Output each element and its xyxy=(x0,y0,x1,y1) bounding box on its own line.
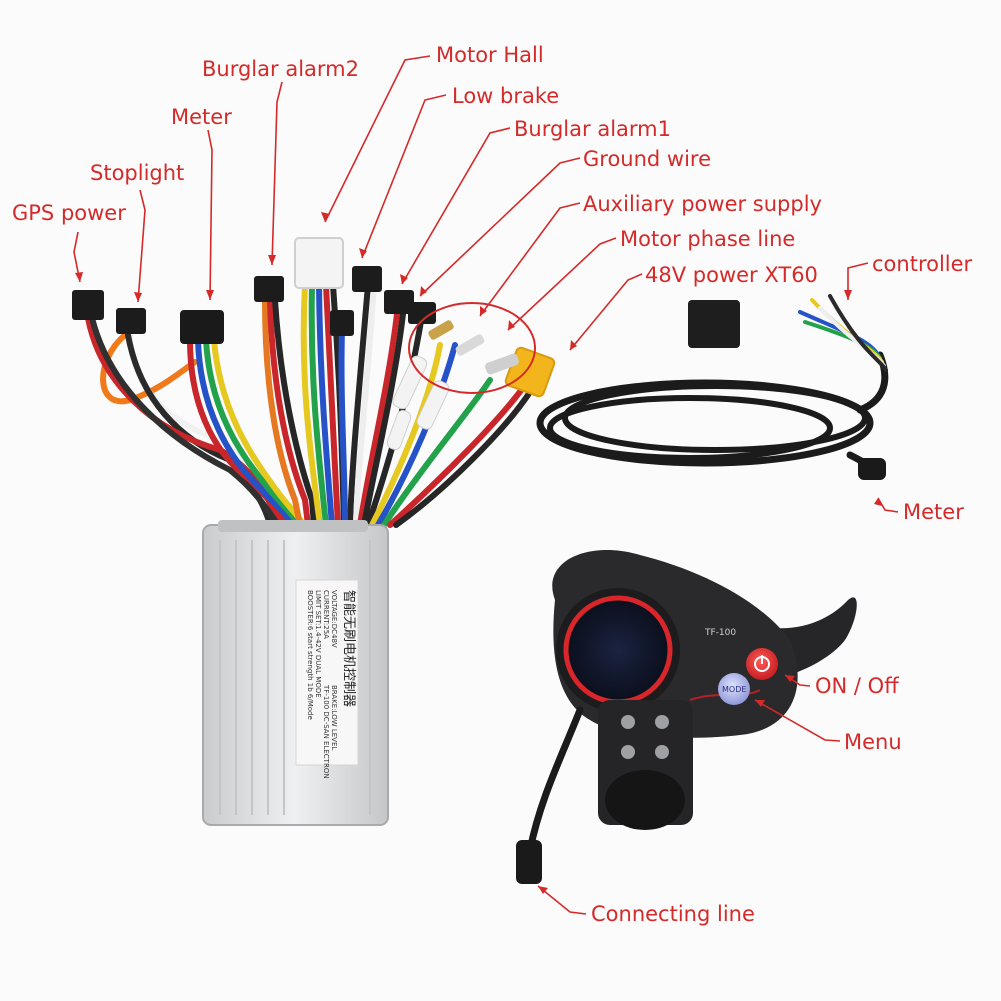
label-menu: Menu xyxy=(844,730,902,754)
label-stoplight: Stoplight xyxy=(90,161,185,185)
arrow-stoplight xyxy=(137,189,146,303)
controller-housing: 智能无刷电机控制器 VOLTAGE:DC48V CURRENT:25A LIMI… xyxy=(202,520,389,826)
connectors xyxy=(72,237,740,398)
wire-hall-blue xyxy=(316,282,335,528)
wire-meter-blue xyxy=(338,327,348,528)
wire-hall-red xyxy=(323,282,341,528)
label-low-brake: Low brake xyxy=(452,84,560,108)
arrow-gps xyxy=(73,231,81,283)
controller-label-text: 智能无刷电机控制器 VOLTAGE:DC48V CURRENT:25A LIMI… xyxy=(306,590,356,779)
display-model-text: TF-100 xyxy=(704,628,736,638)
arrow-motor-phase xyxy=(507,237,617,331)
label-burglar-alarm2: Burglar alarm2 xyxy=(202,57,359,81)
brake-connector xyxy=(352,266,382,292)
tf100-display: TF-100 MODE xyxy=(516,550,857,884)
wire-alarm1-black xyxy=(361,302,407,528)
label-power-xt60: 48V power XT60 xyxy=(645,263,818,287)
meter-blue-connector xyxy=(330,310,354,336)
heat-shrink-sleeves xyxy=(386,355,450,450)
arrow-controller xyxy=(847,262,869,300)
label-line-6: BRAKE:LOW LEVEL xyxy=(330,685,338,750)
mode-button xyxy=(718,673,750,705)
wire-harness xyxy=(85,282,533,528)
wire-hall-green xyxy=(308,282,329,528)
wire-brake-black xyxy=(347,282,371,528)
meter-connector xyxy=(180,310,224,344)
label-meter-top: Meter xyxy=(171,105,232,129)
label-gps-power: GPS power xyxy=(12,201,126,225)
stoplight-connector xyxy=(116,308,146,334)
spare-connector xyxy=(688,300,740,348)
wire-brake-white xyxy=(353,282,377,528)
wire-alarm1-red xyxy=(357,302,401,528)
label-line-3: CURRENT:25A xyxy=(322,590,330,639)
arrow-burglar-alarm2 xyxy=(271,81,283,266)
wire-blue-1 xyxy=(195,337,295,528)
arrow-heads xyxy=(75,212,882,894)
connecting-plug xyxy=(516,840,542,884)
alarm1-connector xyxy=(384,290,414,314)
arrow-motor-hall xyxy=(324,55,431,223)
alarm2-connector xyxy=(254,276,284,302)
label-burglar-alarm1: Burglar alarm1 xyxy=(514,117,671,141)
annotation-arrows xyxy=(73,55,899,915)
label-auxiliary-power: Auxiliary power supply xyxy=(583,192,822,216)
arrow-menu xyxy=(754,699,841,742)
label-controller: controller xyxy=(872,252,973,276)
wire-phase-yellow xyxy=(369,342,443,528)
arrow-xt60 xyxy=(569,273,643,351)
phase-highlight-circle xyxy=(408,302,536,394)
label-line-5: BOOSTER:6 start strength 1b 6/Mode xyxy=(306,590,314,720)
meter-plug xyxy=(858,458,886,480)
arrow-connecting-line xyxy=(537,885,587,915)
wire-phase-blue xyxy=(375,342,458,528)
controller-label-sticker xyxy=(295,579,359,766)
label-motor-hall: Motor Hall xyxy=(436,43,544,67)
label-ground-wire: Ground wire xyxy=(583,147,712,171)
label-line-2: VOLTAGE:DC48V xyxy=(330,590,338,648)
arrow-low-brake xyxy=(361,94,447,259)
label-line-4: LIMIT SET:1.4-42V DUAL MODE xyxy=(314,590,322,698)
controller-end-wires xyxy=(798,294,888,372)
wire-xt60-red xyxy=(387,382,528,528)
arrow-meter-right xyxy=(877,497,899,513)
phase-terminals xyxy=(408,302,536,394)
label-connecting-line: Connecting line xyxy=(591,902,755,926)
wire-green-1 xyxy=(203,337,301,528)
gps-connector xyxy=(72,290,104,320)
ground-connector xyxy=(408,302,436,324)
arrow-burglar-alarm1 xyxy=(401,127,511,285)
label-motor-phase: Motor phase line xyxy=(620,227,796,251)
coiled-cable xyxy=(536,351,889,472)
wire-black-3 xyxy=(272,297,317,528)
wire-black-2 xyxy=(89,315,281,528)
hall-connector xyxy=(294,237,344,289)
label-line-1: 智能无刷电机控制器 xyxy=(341,590,356,707)
arrow-meter-top xyxy=(207,129,213,301)
label-line-7: TF-100 DC-SAN ELECTRON xyxy=(322,684,330,779)
label-meter-right: Meter xyxy=(903,500,964,524)
wire-red-3 xyxy=(267,297,311,528)
label-on-off: ON / Off xyxy=(815,674,899,698)
mode-button-text: MODE xyxy=(722,685,746,694)
arrow-ground-wire xyxy=(419,157,581,297)
wire-xt60-black xyxy=(393,389,533,528)
arrow-auxiliary xyxy=(479,202,581,317)
wire-hall-yellow xyxy=(300,282,323,528)
wire-orange-2 xyxy=(262,297,303,528)
